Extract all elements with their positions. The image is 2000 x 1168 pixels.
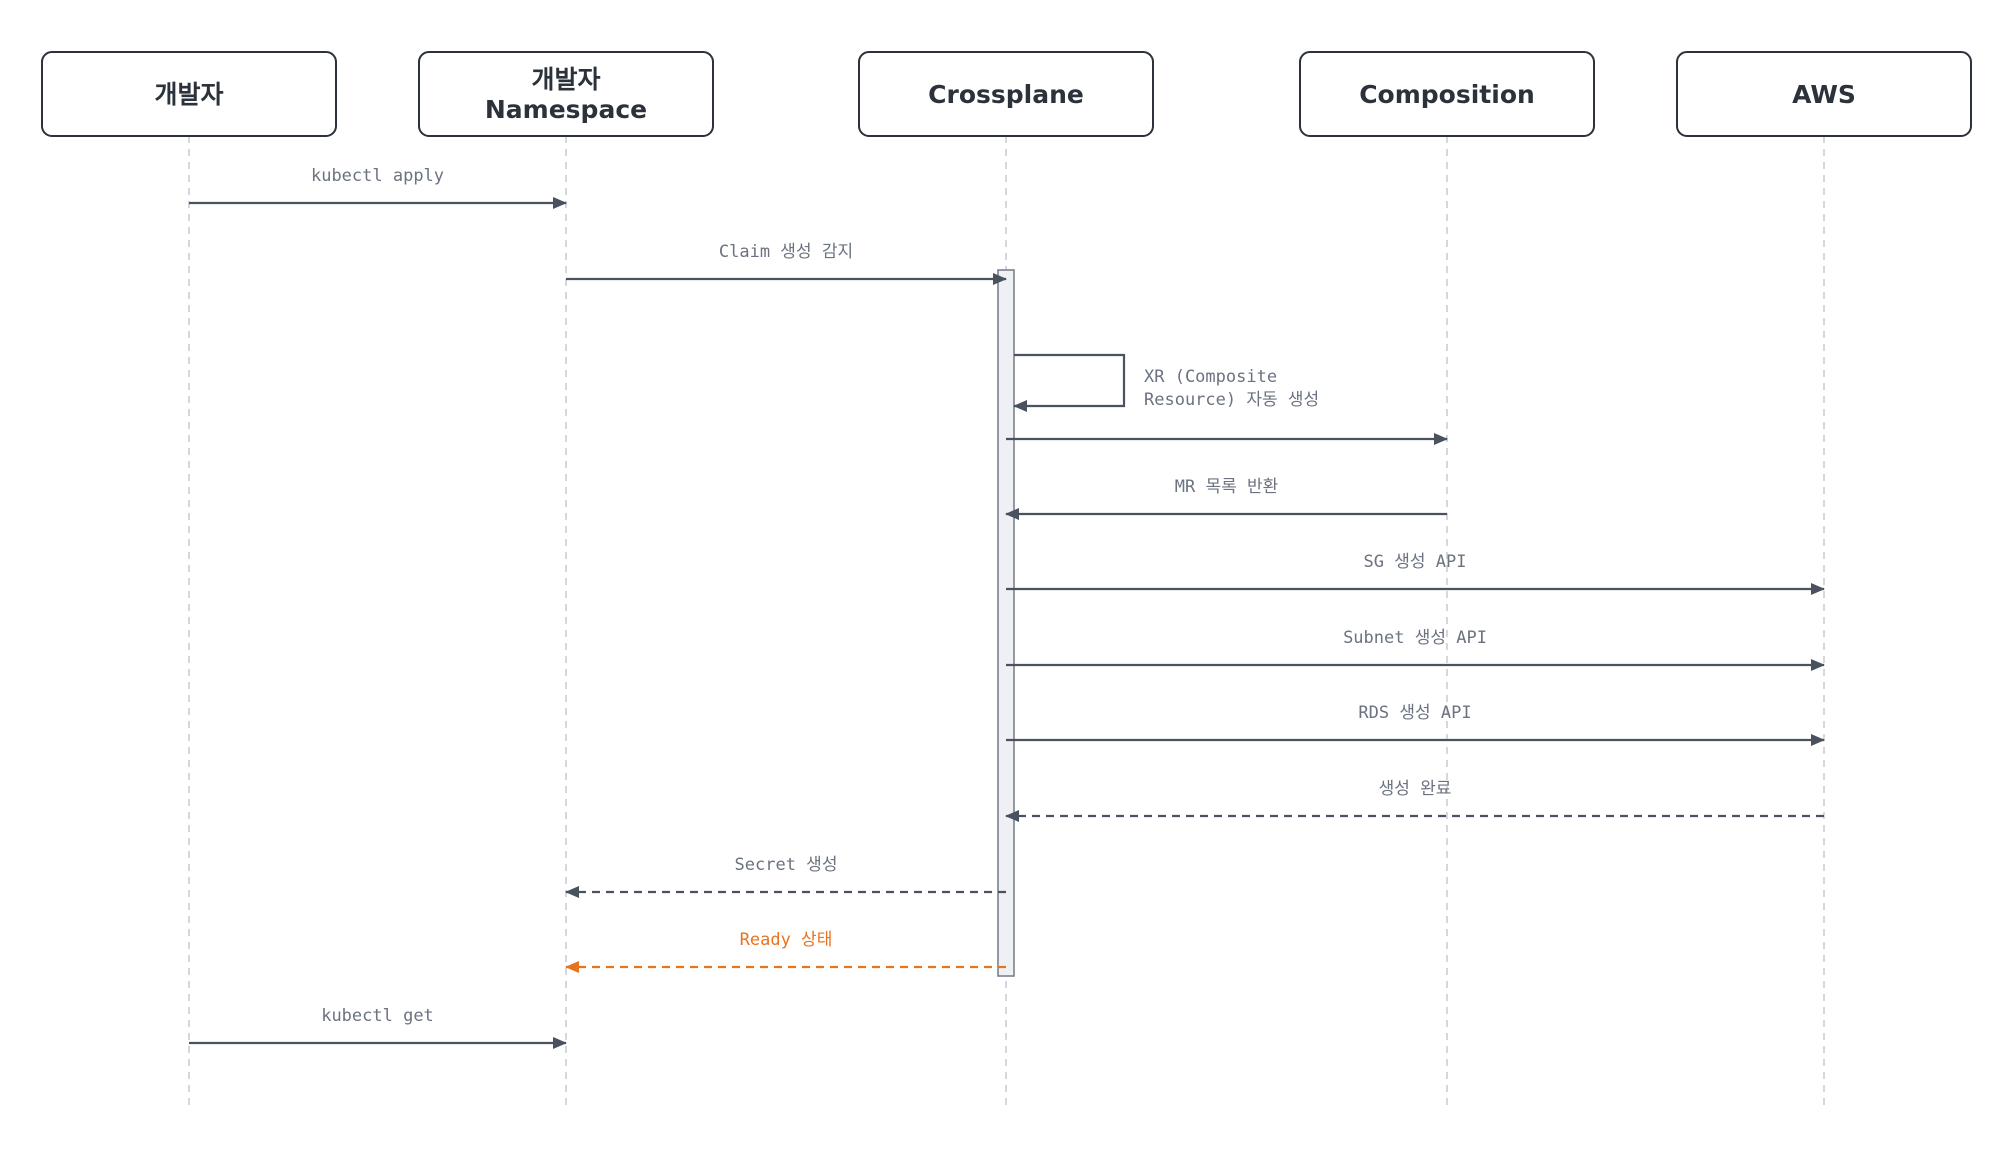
message-5: MR 목록 반환 bbox=[1005, 477, 1447, 520]
message-label: Secret 생성 bbox=[735, 855, 838, 875]
message-11: Ready 상태 bbox=[565, 930, 1006, 973]
message-8: RDS 생성 API bbox=[1006, 703, 1825, 746]
message-7: Subnet 생성 API bbox=[1006, 628, 1825, 671]
participant-label: 개발자 bbox=[531, 65, 600, 94]
message-label: Resource) 자동 생성 bbox=[1144, 390, 1319, 410]
participant-label: 개발자 bbox=[154, 80, 223, 109]
message-label: Claim 생성 감지 bbox=[719, 242, 853, 262]
participant-box bbox=[1676, 51, 1972, 137]
activation-bar-crossplane bbox=[997, 269, 1015, 977]
message-9: 생성 완료 bbox=[1005, 779, 1824, 822]
message-label: kubectl get bbox=[321, 1006, 434, 1026]
message-6: SG 생성 API bbox=[1006, 552, 1825, 595]
participant-label: Crossplane bbox=[928, 80, 1084, 109]
participant-box bbox=[1299, 51, 1595, 137]
participant-composition: Composition bbox=[1299, 51, 1595, 137]
participant-dev: 개발자 bbox=[41, 51, 337, 137]
message-label: MR 목록 반환 bbox=[1175, 477, 1279, 497]
participant-box bbox=[418, 51, 714, 137]
message-1: kubectl apply bbox=[189, 166, 567, 209]
message-label: Subnet 생성 API bbox=[1343, 628, 1487, 648]
message-label: SG 생성 API bbox=[1364, 552, 1467, 572]
message-10: Secret 생성 bbox=[565, 855, 1006, 898]
participant-box bbox=[858, 51, 1154, 137]
message-label: 생성 완료 bbox=[1379, 779, 1452, 799]
participant-crossplane: Crossplane bbox=[858, 51, 1154, 137]
message-label: XR (Composite bbox=[1144, 367, 1277, 387]
message-2: Claim 생성 감지 bbox=[566, 242, 1007, 285]
message-label: RDS 생성 API bbox=[1358, 703, 1471, 723]
message-label: kubectl apply bbox=[311, 166, 444, 186]
participant-label: Namespace bbox=[485, 95, 647, 124]
message-label: Ready 상태 bbox=[740, 930, 833, 950]
participant-label: Composition bbox=[1359, 80, 1535, 109]
message-12: kubectl get bbox=[189, 1006, 567, 1049]
participant-box bbox=[41, 51, 337, 137]
participant-label: AWS bbox=[1792, 80, 1856, 109]
self-message-arrow bbox=[1013, 353, 1126, 412]
participant-aws: AWS bbox=[1676, 51, 1972, 137]
